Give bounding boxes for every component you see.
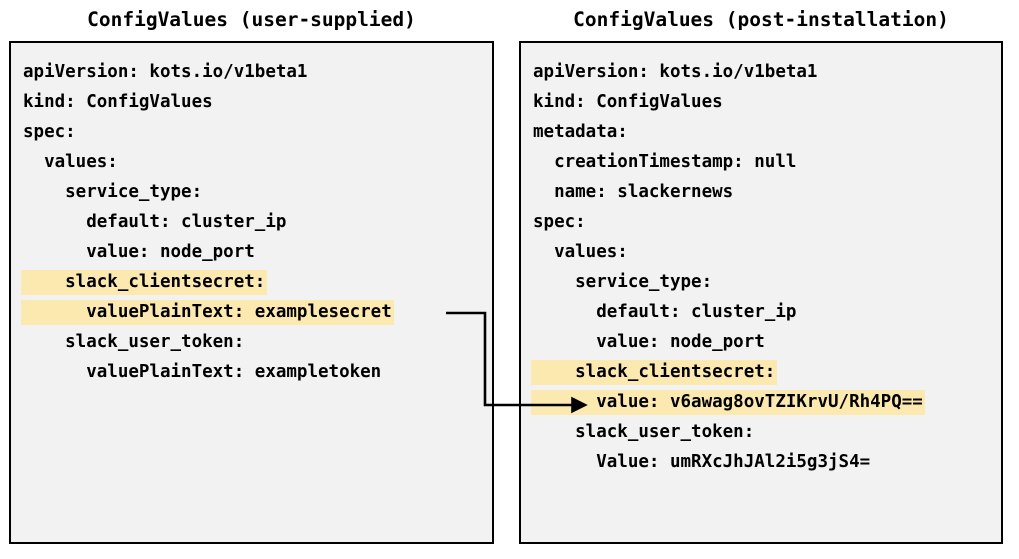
code-line-highlighted: value: v6awag8ovTZIKrvU/Rh4PQ==: [533, 387, 997, 417]
code-line-text: apiVersion: kots.io/v1beta1: [23, 62, 308, 82]
left-panel-title: ConfigValues (user-supplied): [87, 8, 416, 31]
code-line: apiVersion: kots.io/v1beta1: [23, 57, 488, 87]
code-line: spec:: [533, 207, 997, 237]
code-line: values:: [23, 147, 488, 177]
code-line: service_type:: [23, 177, 488, 207]
code-line: default: cluster_ip: [533, 297, 997, 327]
code-line: valuePlainText: exampletoken: [23, 357, 488, 387]
code-line-text: apiVersion: kots.io/v1beta1: [533, 62, 818, 82]
code-line-text: creationTimestamp: null: [533, 152, 797, 172]
code-line-text: name: slackernews: [533, 182, 734, 202]
code-line-text: kind: ConfigValues: [533, 92, 723, 112]
code-line: kind: ConfigValues: [23, 87, 488, 117]
code-line: Value: umRXcJhJAl2i5g3jS4=: [533, 447, 997, 477]
code-line-text: value: node_port: [23, 242, 255, 262]
code-line-highlighted: slack_clientsecret:: [533, 357, 997, 387]
right-panel: apiVersion: kots.io/v1beta1 kind: ConfigV…: [519, 41, 1003, 544]
left-panel: apiVersion: kots.io/v1beta1 kind: ConfigV…: [9, 41, 494, 544]
code-line-text: spec:: [23, 122, 76, 142]
code-line-text: slack_clientsecret:: [23, 270, 266, 295]
code-line: values:: [533, 237, 997, 267]
code-line-text: kind: ConfigValues: [23, 92, 213, 112]
code-line-text: slack_user_token:: [23, 332, 245, 352]
code-line: slack_user_token:: [533, 417, 997, 447]
code-line-text: values:: [23, 152, 118, 172]
code-line: kind: ConfigValues: [533, 87, 997, 117]
code-line-highlighted: slack_clientsecret:: [23, 267, 488, 297]
code-line-text: value: v6awag8ovTZIKrvU/Rh4PQ==: [533, 390, 923, 415]
code-line: metadata:: [533, 117, 997, 147]
right-panel-code: apiVersion: kots.io/v1beta1 kind: ConfigV…: [533, 57, 997, 477]
code-line: slack_user_token:: [23, 327, 488, 357]
right-panel-title: ConfigValues (post-installation): [573, 8, 949, 31]
code-line-text: values:: [533, 242, 628, 262]
code-line: service_type:: [533, 267, 997, 297]
code-line-text: valuePlainText: examplesecret: [23, 300, 392, 325]
code-line-text: Value: umRXcJhJAl2i5g3jS4=: [533, 452, 871, 472]
code-line: value: node_port: [23, 237, 488, 267]
code-line-text: default: cluster_ip: [23, 212, 287, 232]
code-line: value: node_port: [533, 327, 997, 357]
code-line-text: valuePlainText: exampletoken: [23, 362, 382, 382]
code-line-text: default: cluster_ip: [533, 302, 797, 322]
code-line-text: service_type:: [23, 182, 203, 202]
code-line-highlighted: valuePlainText: examplesecret: [23, 297, 488, 327]
code-line: apiVersion: kots.io/v1beta1: [533, 57, 997, 87]
code-line-text: spec:: [533, 212, 586, 232]
code-line: name: slackernews: [533, 177, 997, 207]
code-line: creationTimestamp: null: [533, 147, 997, 177]
code-line-text: service_type:: [533, 272, 713, 292]
code-line: spec:: [23, 117, 488, 147]
left-panel-code: apiVersion: kots.io/v1beta1 kind: ConfigV…: [23, 57, 488, 387]
code-line-text: slack_clientsecret:: [533, 360, 776, 385]
code-line-text: value: node_port: [533, 332, 765, 352]
code-line-text: metadata:: [533, 122, 628, 142]
code-line-text: slack_user_token:: [533, 422, 755, 442]
code-line: default: cluster_ip: [23, 207, 488, 237]
